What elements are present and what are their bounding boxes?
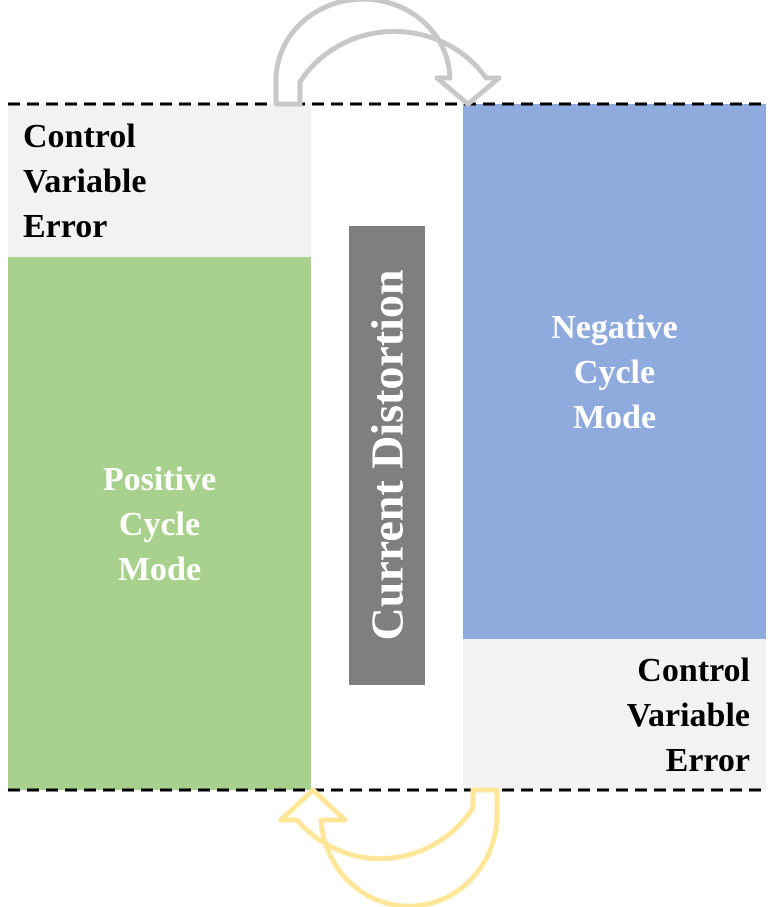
curved-arrow-clockwise-icon — [273, 0, 502, 107]
label-line: Mode — [572, 399, 657, 436]
current-distortion-bar — [349, 226, 425, 685]
label-line: Control — [23, 118, 136, 155]
label-line: Cycle — [573, 354, 656, 391]
label-line: Error — [665, 742, 750, 779]
label-line: Variable — [23, 163, 147, 200]
control-variable-error-label-top: Control Variable Error — [23, 114, 146, 249]
control-variable-error-block-bottom — [463, 639, 766, 790]
label-line: Error — [23, 208, 108, 245]
negative-cycle-mode-label: Negative Cycle Mode — [463, 305, 766, 440]
label-line: Cycle — [118, 506, 201, 543]
label-line: Negative — [551, 309, 678, 346]
label-line: Positive — [102, 461, 217, 498]
curved-arrow-return-icon — [278, 787, 500, 907]
positive-cycle-mode-block — [8, 257, 311, 790]
positive-cycle-mode-label: Positive Cycle Mode — [8, 457, 311, 592]
label-line: Control — [637, 652, 750, 689]
label-line: Mode — [117, 551, 202, 588]
negative-cycle-mode-block — [463, 104, 766, 639]
label-line: Variable — [626, 697, 750, 734]
control-variable-error-block-top — [8, 104, 311, 257]
control-variable-error-label-bottom: Control Variable Error — [627, 648, 750, 783]
